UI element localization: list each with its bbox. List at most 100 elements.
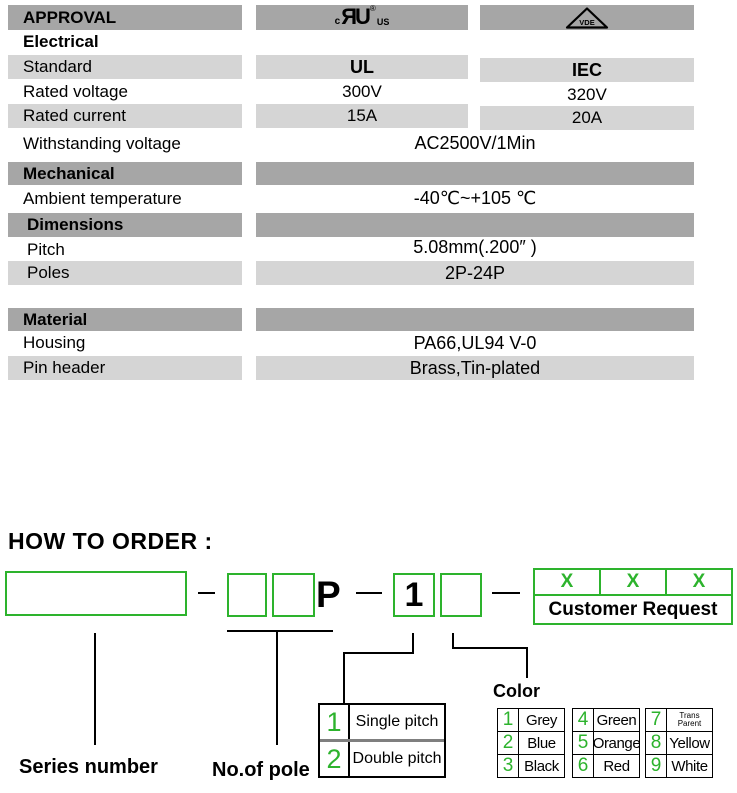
standard-row: Standard bbox=[8, 55, 242, 79]
series-number-label: Series number bbox=[19, 756, 158, 778]
color-name: Grey bbox=[526, 711, 557, 729]
cul-us-logo-icon: c ЯU ® US bbox=[334, 4, 390, 30]
pitch-option-code: 2 bbox=[320, 742, 350, 776]
color-row: 3 Black bbox=[498, 755, 564, 777]
withstanding-voltage-label: Withstanding voltage bbox=[23, 133, 181, 153]
ul-logo-mark: ЯU bbox=[341, 4, 371, 30]
dash-separator bbox=[492, 592, 520, 594]
color-row: 5 Orange bbox=[573, 732, 639, 755]
rated-current-iec-cell: 20A bbox=[480, 106, 694, 130]
pitch-leader-line bbox=[412, 633, 414, 654]
color-name: White bbox=[671, 757, 708, 775]
pitch-leader-line bbox=[343, 654, 345, 703]
electrical-label: Electrical bbox=[23, 32, 99, 51]
vde-logo-icon: VDE bbox=[565, 6, 609, 29]
poles-value: 2P-24P bbox=[444, 262, 506, 283]
pitch-label: Pitch bbox=[27, 239, 65, 259]
rated-current-row: Rated current bbox=[8, 104, 242, 128]
color-name: Trans Parent bbox=[667, 709, 712, 731]
dimensions-label: Dimensions bbox=[27, 215, 124, 234]
rated-current-ul-value: 15A bbox=[346, 106, 378, 125]
electrical-section-row: Electrical bbox=[8, 31, 242, 53]
color-name: Orange bbox=[594, 734, 639, 752]
pitch-option-table: 1 Single pitch 2 Double pitch bbox=[318, 703, 446, 778]
ambient-temperature-cell: -40℃~+105 ℃ bbox=[256, 187, 694, 210]
series-number-box bbox=[5, 571, 187, 616]
material-section-bar bbox=[256, 308, 694, 331]
housing-value: PA66,UL94 V-0 bbox=[413, 332, 537, 353]
color-code: 1 bbox=[498, 709, 519, 731]
dimensions-section-row: Dimensions bbox=[8, 213, 242, 237]
color-name: Red bbox=[603, 757, 630, 775]
approval-ul-cell: c ЯU ® US bbox=[256, 5, 468, 30]
pole-digit-box-1 bbox=[227, 573, 267, 617]
color-name-line: Trans bbox=[679, 710, 700, 720]
withstanding-voltage-cell: AC2500V/1Min bbox=[256, 130, 694, 157]
pitch-code-box: 1 bbox=[393, 573, 435, 617]
request-x-value: X bbox=[692, 571, 706, 592]
pitch-option-name: Double pitch bbox=[352, 750, 442, 767]
color-row: 1 Grey bbox=[498, 709, 564, 732]
ambient-temperature-row: Ambient temperature bbox=[8, 187, 242, 210]
rated-voltage-ul-value: 300V bbox=[342, 82, 382, 101]
housing-label: Housing bbox=[23, 333, 86, 352]
color-code: 4 bbox=[573, 709, 594, 731]
how-to-order-heading: HOW TO ORDER : bbox=[8, 528, 213, 554]
series-leader-line bbox=[94, 633, 96, 745]
ul-logo-registered: ® bbox=[369, 4, 376, 14]
request-x-cell: X bbox=[667, 570, 731, 594]
color-leader-line bbox=[526, 649, 528, 678]
ul-logo-us: US bbox=[376, 16, 390, 27]
color-code: 3 bbox=[498, 755, 519, 777]
approval-vde-cell: VDE bbox=[480, 5, 694, 30]
customer-request-label: Customer Request bbox=[548, 598, 718, 620]
rated-voltage-iec-cell: 320V bbox=[480, 84, 694, 106]
pin-header-cell: Brass,Tin-plated bbox=[256, 356, 694, 380]
standard-label: Standard bbox=[23, 57, 92, 76]
pitch-option-row: 1 Single pitch bbox=[320, 705, 444, 742]
rated-current-label: Rated current bbox=[23, 106, 126, 125]
color-row: 2 Blue bbox=[498, 732, 564, 755]
dash-separator bbox=[198, 592, 215, 594]
standard-iec-cell: IEC bbox=[480, 58, 694, 82]
pin-header-value: Brass,Tin-plated bbox=[409, 357, 541, 378]
pitch-code-value: 1 bbox=[404, 575, 424, 614]
pole-digit-box-2 bbox=[272, 573, 315, 617]
withstanding-voltage-row: Withstanding voltage bbox=[8, 130, 242, 157]
ambient-temperature-label: Ambient temperature bbox=[23, 188, 182, 208]
rated-current-iec-value: 20A bbox=[571, 108, 603, 127]
pitch-option-code: 1 bbox=[320, 705, 350, 739]
customer-request-table: X X X Customer Request bbox=[533, 568, 733, 625]
color-table-3: 7 Trans Parent 8 Yellow 9 White bbox=[645, 708, 713, 778]
color-code: 7 bbox=[646, 709, 667, 731]
approval-label: APPROVAL bbox=[23, 7, 117, 27]
standard-ul-cell: UL bbox=[256, 55, 468, 79]
color-name: Blue bbox=[527, 734, 556, 752]
rated-voltage-row: Rated voltage bbox=[8, 81, 242, 103]
color-name: Yellow bbox=[669, 734, 710, 752]
ambient-temperature-value: -40℃~+105 ℃ bbox=[413, 188, 537, 208]
rated-voltage-label: Rated voltage bbox=[23, 82, 128, 101]
withstanding-voltage-value: AC2500V/1Min bbox=[414, 133, 536, 153]
color-heading: Color bbox=[493, 681, 540, 701]
mechanical-label: Mechanical bbox=[23, 163, 115, 183]
material-label: Material bbox=[23, 309, 88, 329]
mechanical-section-row: Mechanical bbox=[8, 162, 242, 185]
color-table-2: 4 Green 5 Orange 6 Red bbox=[572, 708, 640, 778]
housing-cell: PA66,UL94 V-0 bbox=[256, 332, 694, 354]
standard-iec-value: IEC bbox=[571, 59, 602, 80]
color-table-1: 1 Grey 2 Blue 3 Black bbox=[497, 708, 565, 778]
no-of-pole-label: No.of pole bbox=[212, 759, 310, 781]
pitch-cell: 5.08mm(.200″ ) bbox=[256, 237, 694, 258]
pole-suffix-letter: P bbox=[316, 574, 341, 615]
color-row: 6 Red bbox=[573, 755, 639, 777]
poles-row: Poles bbox=[8, 261, 242, 285]
color-code-box bbox=[440, 573, 482, 617]
color-row: 7 Trans Parent bbox=[646, 709, 712, 732]
color-name: Green bbox=[596, 711, 637, 729]
ul-logo-c: c bbox=[334, 15, 341, 27]
customer-request-x-row: X X X bbox=[535, 570, 731, 596]
poles-cell: 2P-24P bbox=[256, 261, 694, 285]
color-row: 9 White bbox=[646, 755, 712, 777]
